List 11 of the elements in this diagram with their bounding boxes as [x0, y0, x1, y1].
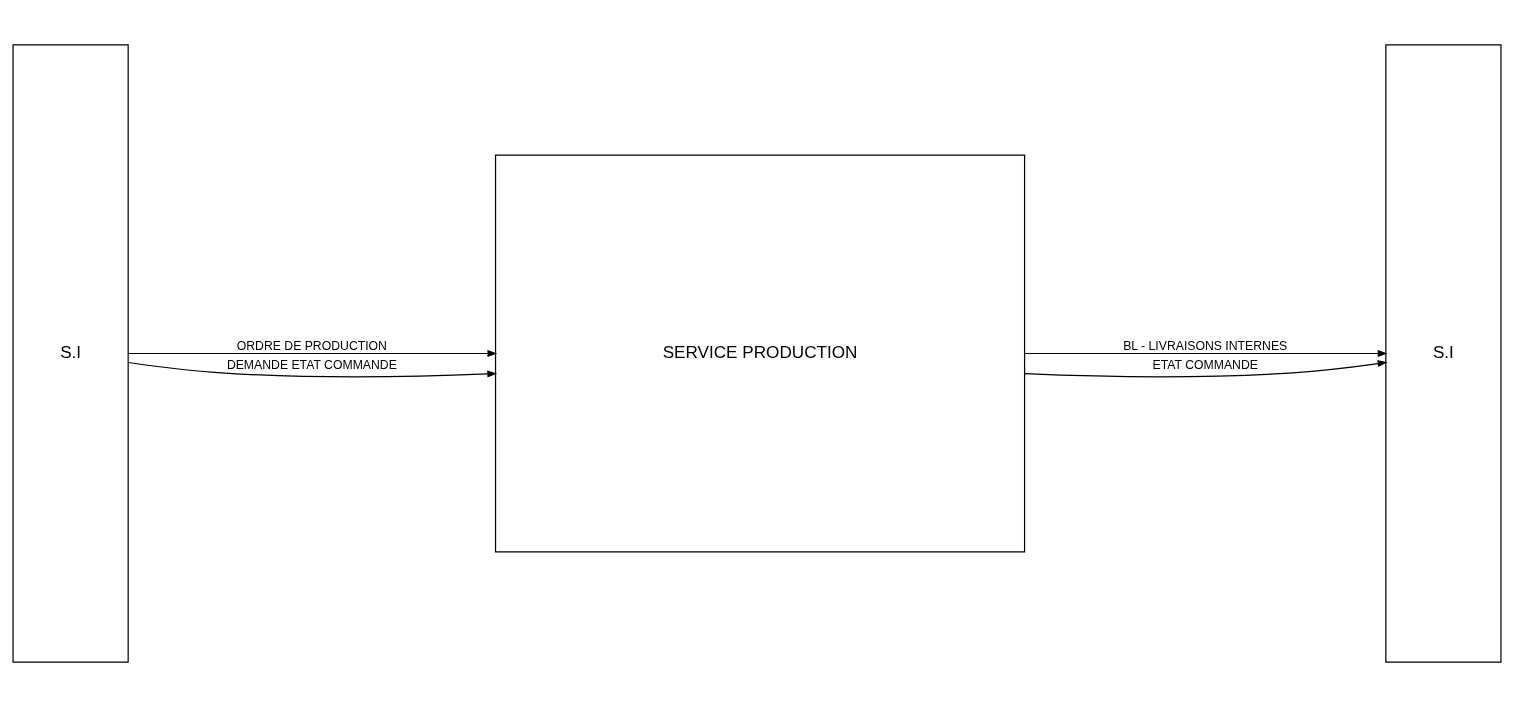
- edge-label: BL - LIVRAISONS INTERNES: [1123, 338, 1288, 353]
- node-box: SERVICE PRODUCTION: [494, 154, 1026, 553]
- arrow: [127, 361, 498, 378]
- arrow: [128, 350, 498, 357]
- arrow: [1024, 360, 1388, 378]
- arrow: [1024, 350, 1388, 357]
- edge-label: ORDRE DE PRODUCTION: [236, 338, 387, 353]
- node-box: S.I: [12, 44, 129, 663]
- node-box: S.I: [1385, 44, 1502, 663]
- edge-label: DEMANDE ETAT COMMANDE: [226, 358, 397, 373]
- edge-label: ETAT COMMANDE: [1152, 358, 1258, 373]
